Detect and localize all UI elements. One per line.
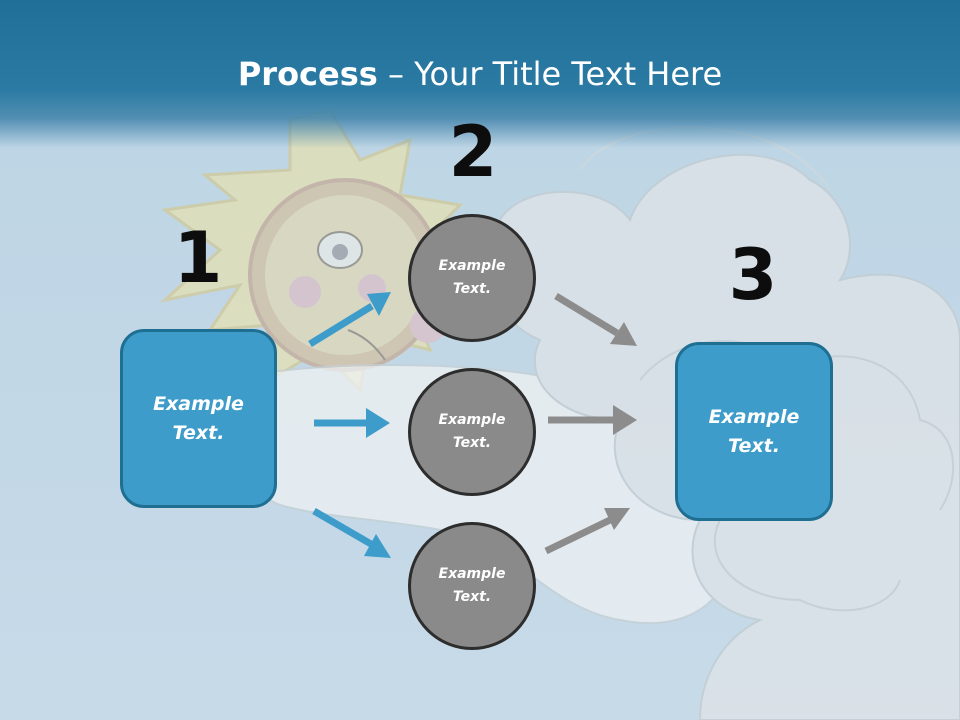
right-box-line-1: Example (708, 405, 800, 428)
circle-bottom: Example Text. (408, 522, 536, 650)
right-text-box: Example Text. (675, 342, 833, 521)
left-text-box: Example Text. (120, 329, 277, 508)
circle-middle-line-2: Text. (452, 435, 492, 451)
header-bar (0, 0, 960, 148)
step-number-2: 2 (448, 111, 498, 193)
sun-icon (159, 108, 469, 394)
gray-arrow-up (544, 508, 630, 555)
step-number-1: 1 (173, 217, 223, 299)
page-title: Process – Your Title Text Here (0, 52, 960, 96)
circle-bottom-line-1: Example (438, 566, 506, 582)
circle-top: Example Text. (408, 214, 536, 342)
circle-top-line-1: Example (438, 258, 506, 274)
title-bold: Process (237, 55, 378, 93)
circle-middle: Example Text. (408, 368, 536, 496)
circle-top-line-2: Text. (452, 281, 492, 297)
blue-arrow-right (314, 408, 390, 438)
blue-arrow-down (312, 507, 391, 558)
gray-arrow-right (548, 405, 637, 435)
gray-arrow-down (554, 293, 637, 346)
left-box-line-2: Text. (172, 421, 225, 444)
title-rest: – Your Title Text Here (377, 55, 723, 93)
circle-middle-line-1: Example (438, 412, 506, 428)
step-number-3: 3 (728, 234, 778, 316)
right-box-line-2: Text. (728, 434, 780, 457)
blue-arrow-up (308, 292, 391, 347)
left-box-line-1: Example (153, 392, 244, 415)
circle-bottom-line-2: Text. (452, 589, 492, 605)
